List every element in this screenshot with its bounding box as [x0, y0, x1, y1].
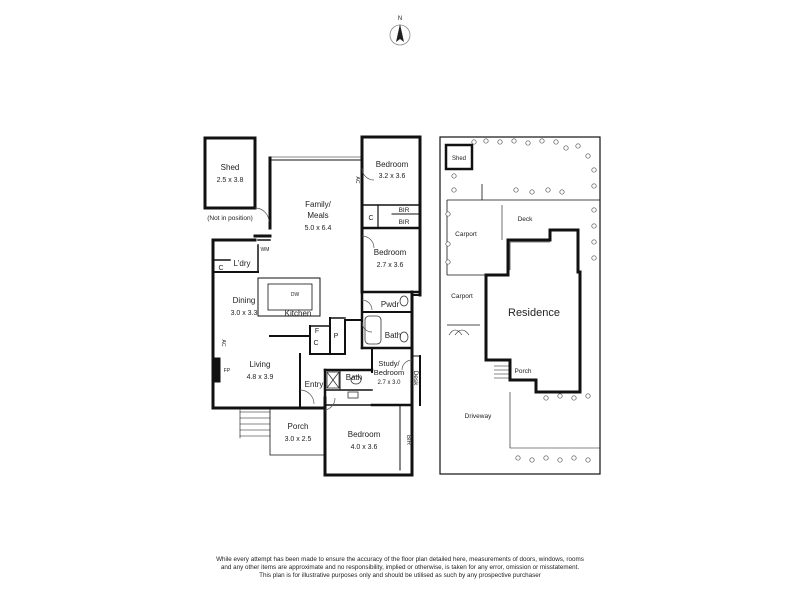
bath-upper-name: Bath	[385, 331, 401, 340]
ac-label-a: AC	[354, 177, 360, 184]
porch-name: Porch	[288, 422, 309, 431]
study-name-line1: Study/	[378, 359, 400, 368]
compass-needle-icon	[396, 24, 404, 42]
disclaimer: While every attempt has been made to ens…	[160, 556, 640, 581]
site-shed-outline	[444, 143, 474, 171]
bedroom-1-dims: 3.2 x 3.6	[379, 173, 406, 180]
pwdr-name: Pwdr	[381, 300, 400, 309]
bedroom-3-name: Bedroom	[348, 430, 381, 439]
dining-name: Dining	[233, 296, 256, 305]
site-residence-label: Residence	[508, 307, 560, 319]
living-name: Living	[250, 360, 271, 369]
living-dims: 4.8 x 3.9	[247, 374, 274, 381]
bath-lower-name: Bath	[346, 373, 362, 382]
disclaimer-line-2: and any other items are approximate and …	[220, 564, 580, 572]
site-carport-lower-label: Carport	[451, 293, 473, 300]
door-swings	[254, 167, 413, 411]
site-shed-label: Shed	[452, 156, 466, 162]
site-deck-label: Deck	[518, 216, 534, 223]
cupboard-label-b: C	[218, 265, 223, 272]
fridge-label: F	[315, 328, 319, 335]
dishwasher-label: DW	[291, 292, 300, 298]
residence-outline	[484, 228, 582, 394]
shed-note: (Not in position)	[207, 215, 253, 222]
bir-label-b: BIR	[399, 219, 410, 226]
dining-dims: 3.0 x 3.3	[231, 310, 258, 317]
family-name-line1: Family/	[305, 200, 332, 209]
entry-name: Entry	[305, 380, 324, 389]
bedroom-2-dims: 2.7 x 3.6	[377, 262, 404, 269]
room-labels: Shed 2.5 x 3.8 (Not in position) Family/…	[207, 160, 408, 451]
bedroom-2-name: Bedroom	[374, 248, 407, 257]
shed-dims: 2.5 x 3.8	[217, 177, 244, 184]
bir-label-a: BIR	[399, 207, 410, 214]
family-dims: 5.0 x 6.4	[305, 225, 332, 232]
shed-outline	[203, 136, 257, 210]
shed-name: Shed	[221, 163, 240, 172]
disclaimer-line-3: This plan is for illustrative purposes o…	[259, 572, 541, 580]
disclaimer-line-1: While every attempt has been made to ens…	[216, 556, 584, 563]
site-boundary	[439, 136, 601, 475]
desk-label: Desk	[412, 371, 419, 387]
washing-machine-label: WM	[261, 247, 270, 253]
family-name-line2: Meals	[307, 211, 328, 220]
floor-plan-walls	[203, 135, 422, 477]
compass-north-label: N	[398, 16, 402, 22]
bath-fixtures	[326, 295, 409, 399]
fixture-labels: BIR BIR BIR C C C F P WM DW AC AC FP Des…	[218, 177, 419, 446]
ac-label-b: AC	[220, 340, 226, 347]
site-labels: Shed Deck Carport Carport Residence Porc…	[451, 156, 560, 420]
site-driveway-label: Driveway	[465, 413, 492, 420]
garden-plants	[445, 138, 597, 463]
porch-dims: 3.0 x 2.5	[285, 436, 312, 443]
kitchen-name: Kitchen	[285, 309, 312, 318]
study-name-line2: Bedroom	[374, 368, 404, 377]
cupboard-label-a: C	[368, 215, 373, 222]
site-carport-upper-label: Carport	[455, 231, 477, 238]
site-porch-label: Porch	[515, 368, 532, 375]
laundry-name: L'dry	[233, 259, 250, 268]
study-dims: 2.7 x 3.0	[377, 380, 401, 386]
site-plan	[439, 136, 601, 475]
bedroom-3-dims: 4.0 x 3.6	[351, 444, 378, 451]
cupboard-label-c: C	[313, 340, 318, 347]
compass: N	[389, 16, 411, 46]
bedroom-1-name: Bedroom	[376, 160, 409, 169]
pantry-label: P	[334, 333, 339, 340]
fireplace-label: FP	[224, 368, 231, 374]
bir-label-c: BIR	[405, 435, 411, 446]
